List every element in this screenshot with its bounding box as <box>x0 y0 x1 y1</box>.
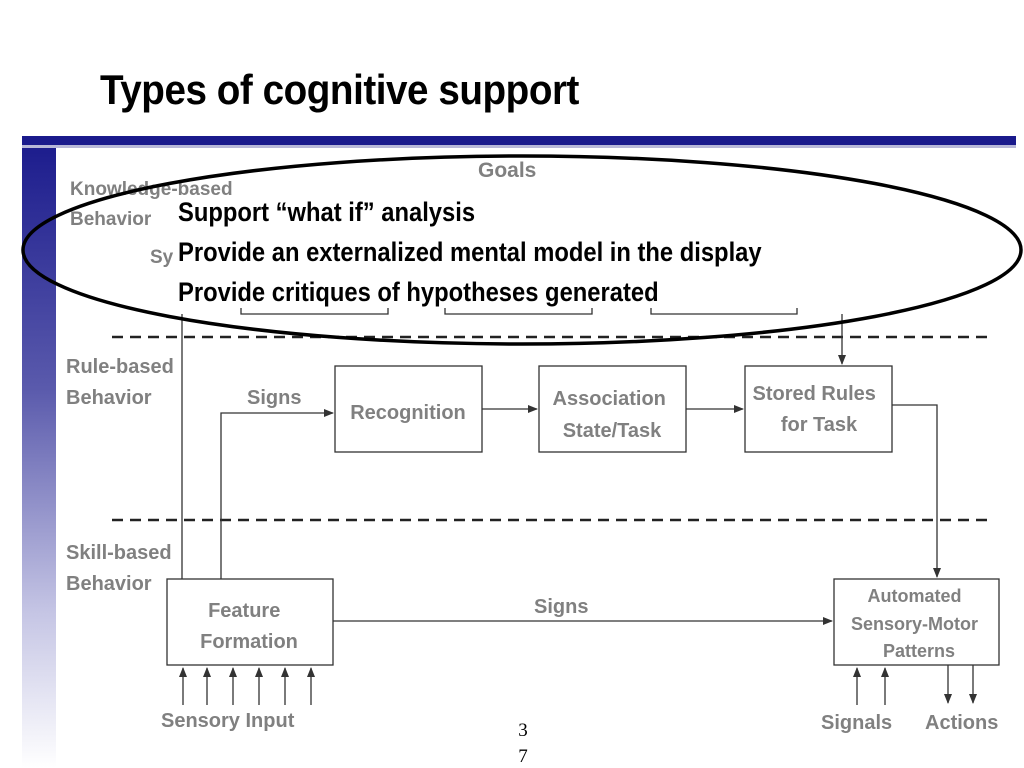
level-label-skill: Skill-based Behavior <box>66 542 177 595</box>
callout-text: Support “what if” analysis Provide an ex… <box>178 192 762 312</box>
page-number: 37 <box>518 720 528 767</box>
top-accent-bar-shadow <box>22 145 1016 148</box>
top-accent-bar <box>22 136 1016 145</box>
feature-formation-box <box>166 578 334 666</box>
recognition-label: Recognition <box>350 402 466 424</box>
rules-to-automated-arrow <box>892 404 941 578</box>
callout-line-critiques: Provide critiques of hypotheses generate… <box>178 277 659 307</box>
goals-label: Goals <box>478 159 536 182</box>
callout-line-mental-model: Provide an externalized mental model in … <box>178 237 762 267</box>
callout-line-what-if: Support “what if” analysis <box>178 197 476 227</box>
level-label-rule: Rule-based Behavior <box>66 356 179 409</box>
signs-label-lower: Signs <box>534 596 588 618</box>
knowledge-box-edge-2 <box>444 308 593 315</box>
recognition-box <box>334 365 483 453</box>
left-accent-bar <box>22 136 56 768</box>
knowledge-box-edge-1 <box>240 308 389 315</box>
association-label: Association State/Task <box>553 388 672 442</box>
knowledge-box-edge-3 <box>650 308 798 315</box>
stored-rules-box <box>744 365 893 453</box>
automated-patterns-label: Automated Sensory-Motor Patterns <box>851 586 983 661</box>
signs-to-recognition-arrow <box>220 409 334 579</box>
actions-label: Actions <box>925 712 998 734</box>
feature-formation-label: Feature Formation <box>200 600 298 653</box>
sensory-input-label: Sensory Input <box>161 710 295 732</box>
callout-ellipse <box>21 154 1023 346</box>
slide-title: Types of cognitive support <box>100 66 579 113</box>
signs-label-upper: Signs <box>247 387 301 409</box>
hidden-fragment-label: Sy <box>150 247 174 268</box>
stored-rules-label: Stored Rules for Task <box>753 383 882 436</box>
association-box <box>538 365 687 453</box>
signals-label: Signals <box>821 712 892 734</box>
automated-patterns-box <box>833 578 1000 666</box>
level-label-knowledge: Knowledge-based Behavior <box>70 179 238 230</box>
